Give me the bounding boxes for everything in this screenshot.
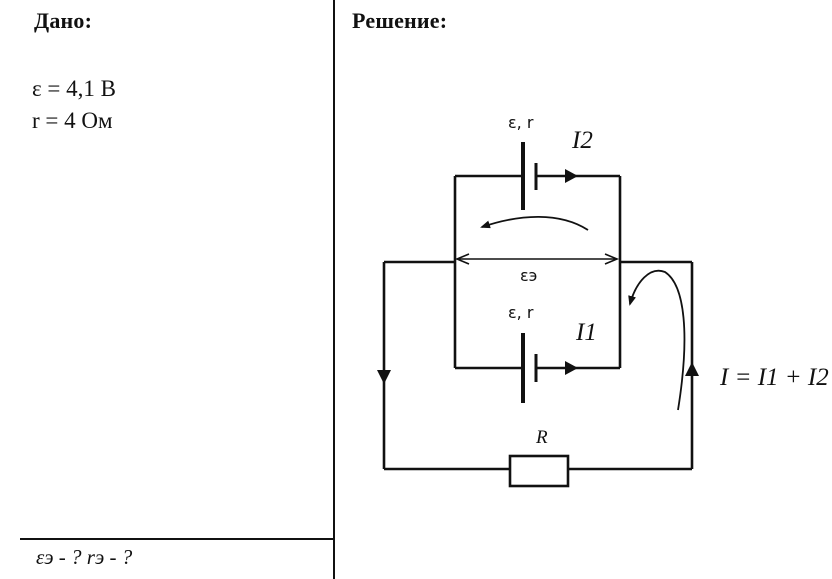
total-current-label: I = I1 + I2 <box>719 364 829 391</box>
right-loop-current-arrow <box>685 362 699 376</box>
find-divider <box>20 538 335 540</box>
equivalent-emf-arrowhead-right <box>604 253 620 265</box>
bottom-branch-current-arrow <box>565 361 578 375</box>
top-branch-current-label: I2 <box>571 127 593 154</box>
solution-title: Решение: <box>352 8 448 33</box>
right-loop-curved-arrow <box>628 269 686 411</box>
top-branch-current-arrow <box>565 169 578 183</box>
resistor <box>508 454 570 488</box>
equivalent-emf-arrowhead-left <box>454 253 470 265</box>
resistor-label: R <box>535 427 548 448</box>
given-title: Дано: <box>34 8 93 33</box>
left-loop-current-arrow <box>377 370 391 384</box>
given-resistance-value: r = 4 Ом <box>32 108 113 133</box>
equivalent-emf-label: εэ <box>520 266 537 285</box>
find-unknowns: εэ - ? rэ - ? <box>36 545 133 569</box>
top-loop-curved-arrow <box>480 216 589 231</box>
bottom-battery-label: ε, r <box>508 303 534 322</box>
column-divider <box>333 0 335 579</box>
bottom-branch-current-label: I1 <box>575 319 597 346</box>
given-emf-value: ε = 4,1 В <box>32 76 116 101</box>
top-battery-label: ε, r <box>508 113 534 132</box>
